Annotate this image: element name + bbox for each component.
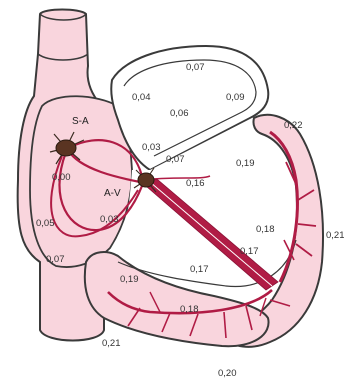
sa-node-body xyxy=(56,140,76,156)
time-la-right: 0,09 xyxy=(226,92,245,103)
time-rv: 0,17 xyxy=(190,264,209,275)
time-rv-bottom: 0,18 xyxy=(180,304,199,315)
av-node-label: A-V xyxy=(104,188,121,199)
time-atrial-path: 0,03 xyxy=(100,214,119,225)
time-rv-left: 0,19 xyxy=(120,274,139,285)
time-bundle: 0,16 xyxy=(186,178,205,189)
time-bottom-left: 0,21 xyxy=(102,338,121,349)
time-av-right: 0,07 xyxy=(166,154,185,165)
time-av-top: 0,03 xyxy=(142,142,161,153)
time-la-top: 0,07 xyxy=(186,62,205,73)
time-lv-right-edge: 0,21 xyxy=(326,230,344,241)
time-atrium-bottom: 0,07 xyxy=(46,254,65,265)
time-lv-mid: 0,18 xyxy=(256,224,275,235)
sa-node-label: S-A xyxy=(72,116,89,127)
av-node-body xyxy=(138,173,154,187)
time-atrium-left: 0,05 xyxy=(36,218,55,229)
time-lv-upper: 0,19 xyxy=(236,158,255,169)
time-branch: 0,17 xyxy=(240,246,259,257)
time-sa: 0,00 xyxy=(52,172,71,183)
time-la-left: 0,04 xyxy=(132,92,151,103)
time-apex-bottom: 0,20 xyxy=(218,368,237,379)
time-apex-top-right: 0,22 xyxy=(284,120,303,131)
time-la-center: 0,06 xyxy=(170,108,189,119)
